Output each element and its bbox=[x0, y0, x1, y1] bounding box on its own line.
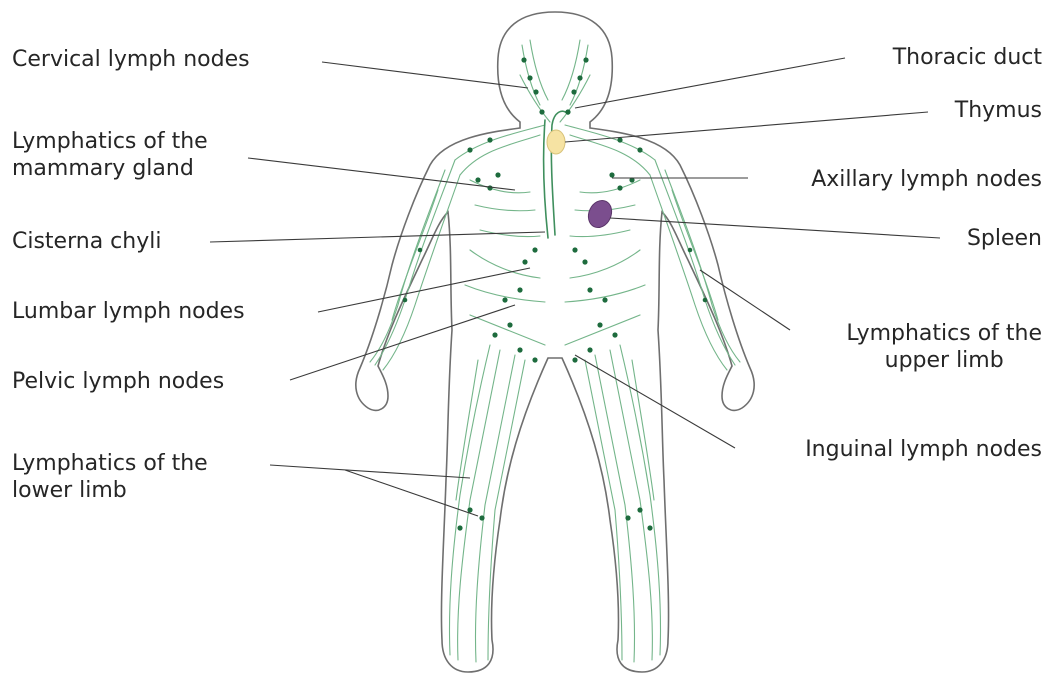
label-text-line-2: mammary gland bbox=[12, 155, 208, 182]
label-axillary-lymph-nodes: Axillary lymph nodes bbox=[811, 166, 1042, 193]
label-text: Spleen bbox=[967, 225, 1042, 252]
label-lumbar-lymph-nodes: Lumbar lymph nodes bbox=[12, 298, 245, 325]
label-text: Thoracic duct bbox=[893, 44, 1042, 71]
label-text-line-2: lower limb bbox=[12, 477, 208, 504]
leader-thoracic-duct bbox=[575, 58, 845, 108]
label-text-line-1: Lymphatics of the bbox=[12, 450, 208, 477]
label-text-line-2: upper limb bbox=[846, 347, 1042, 374]
label-text: Cisterna chyli bbox=[12, 228, 161, 255]
label-text: Inguinal lymph nodes bbox=[805, 436, 1042, 463]
label-cervical-lymph-nodes: Cervical lymph nodes bbox=[12, 46, 250, 73]
label-text: Thymus bbox=[955, 97, 1042, 124]
leader-lower-limb-a bbox=[270, 465, 470, 478]
label-text: Pelvic lymph nodes bbox=[12, 368, 224, 395]
label-text-line-1: Lymphatics of the bbox=[846, 320, 1042, 347]
label-lower-limb-lymphatics: Lymphatics of the lower limb bbox=[12, 450, 208, 504]
label-text: Lumbar lymph nodes bbox=[12, 298, 245, 325]
label-thoracic-duct: Thoracic duct bbox=[893, 44, 1042, 71]
label-text: Cervical lymph nodes bbox=[12, 46, 250, 73]
label-cisterna-chyli: Cisterna chyli bbox=[12, 228, 161, 255]
label-upper-limb-lymphatics: Lymphatics of the upper limb bbox=[846, 320, 1042, 374]
label-thymus: Thymus bbox=[955, 97, 1042, 124]
label-text: Axillary lymph nodes bbox=[811, 166, 1042, 193]
thymus-organ bbox=[547, 130, 565, 154]
label-spleen: Spleen bbox=[967, 225, 1042, 252]
label-pelvic-lymph-nodes: Pelvic lymph nodes bbox=[12, 368, 224, 395]
label-inguinal-lymph-nodes: Inguinal lymph nodes bbox=[805, 436, 1042, 463]
label-mammary-gland-lymphatics: Lymphatics of the mammary gland bbox=[12, 128, 208, 182]
label-text-line-1: Lymphatics of the bbox=[12, 128, 208, 155]
body-outline bbox=[356, 12, 754, 672]
leader-thymus bbox=[565, 112, 928, 142]
